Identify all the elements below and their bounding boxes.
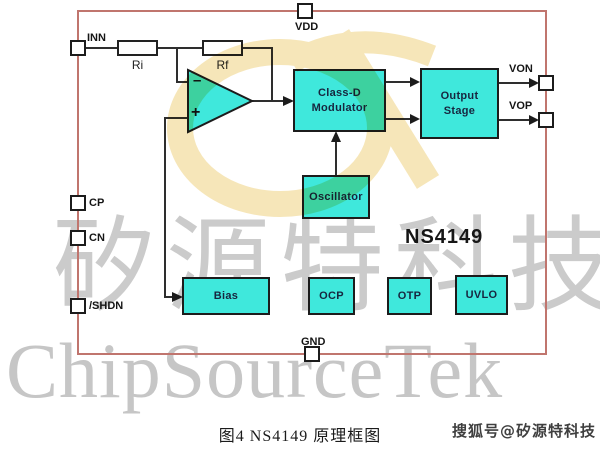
block-oscillator-label: Oscillator (309, 190, 363, 203)
pin-gnd-label: GND (301, 336, 326, 348)
resistor-ri-label: Ri (131, 58, 144, 72)
pin-vdd-label: VDD (295, 21, 319, 33)
block-output-stage-label-line2: Stage (443, 104, 476, 117)
pin-inn-label: INN (87, 32, 106, 44)
chip-name-label: NS4149 (405, 226, 484, 248)
opamp-plus-sign: + (191, 104, 201, 121)
resistor-rf-label: Rf (216, 58, 229, 72)
pin-shdn-label: /SHDN (89, 300, 124, 312)
pin-gnd-square (304, 346, 320, 362)
block-output-stage-label-line1: Output (440, 90, 479, 103)
block-classd-modulator-label-line1: Class-D (317, 87, 362, 100)
block-classd-modulator-label-line2: Modulator (311, 101, 368, 114)
pin-cp-label: CP (89, 197, 105, 209)
block-uvlo-label: UVLO (465, 288, 498, 301)
pin-von-square (538, 75, 554, 91)
pin-cn-square (70, 230, 86, 246)
arrow-into-von-icon (529, 78, 539, 88)
block-oscillator: Oscillator (302, 175, 370, 219)
block-otp: OTP (387, 277, 432, 315)
sohu-account-badge: 搜狐号@矽源特科技 (451, 422, 596, 440)
pin-inn-square (70, 40, 86, 56)
block-otp-label: OTP (397, 289, 422, 302)
block-bias-label: Bias (213, 289, 239, 302)
pin-von-label: VON (509, 63, 533, 75)
arrow-into-vop-icon (529, 115, 539, 125)
block-classd-modulator: Class-D Modulator (293, 69, 386, 132)
block-ocp-label: OCP (319, 289, 344, 302)
arrow-into-bias-icon (172, 292, 183, 302)
pins (70, 3, 554, 362)
opamp-minus-sign: – (193, 72, 202, 89)
resistor-ri (117, 40, 158, 56)
block-bias: Bias (182, 277, 270, 315)
pin-shdn-square (70, 298, 86, 314)
block-output-stage: Output Stage (420, 68, 499, 139)
pin-vop-square (538, 112, 554, 128)
block-uvlo: UVLO (455, 275, 508, 315)
block-ocp: OCP (308, 277, 355, 315)
arrow-into-output-upper-icon (410, 77, 420, 87)
figure-caption: 图4 NS4149 原理框图 (218, 428, 382, 445)
pin-cn-label: CN (89, 232, 105, 244)
resistor-rf (202, 40, 243, 56)
watermark-chipsourcetek-text: ChipSourceTek (6, 327, 504, 414)
pin-vop-label: VOP (509, 100, 533, 112)
arrow-into-output-lower-icon (410, 114, 420, 124)
arrow-osc-up-icon (331, 131, 341, 142)
pin-vdd-square (297, 3, 313, 19)
pin-cp-square (70, 195, 86, 211)
